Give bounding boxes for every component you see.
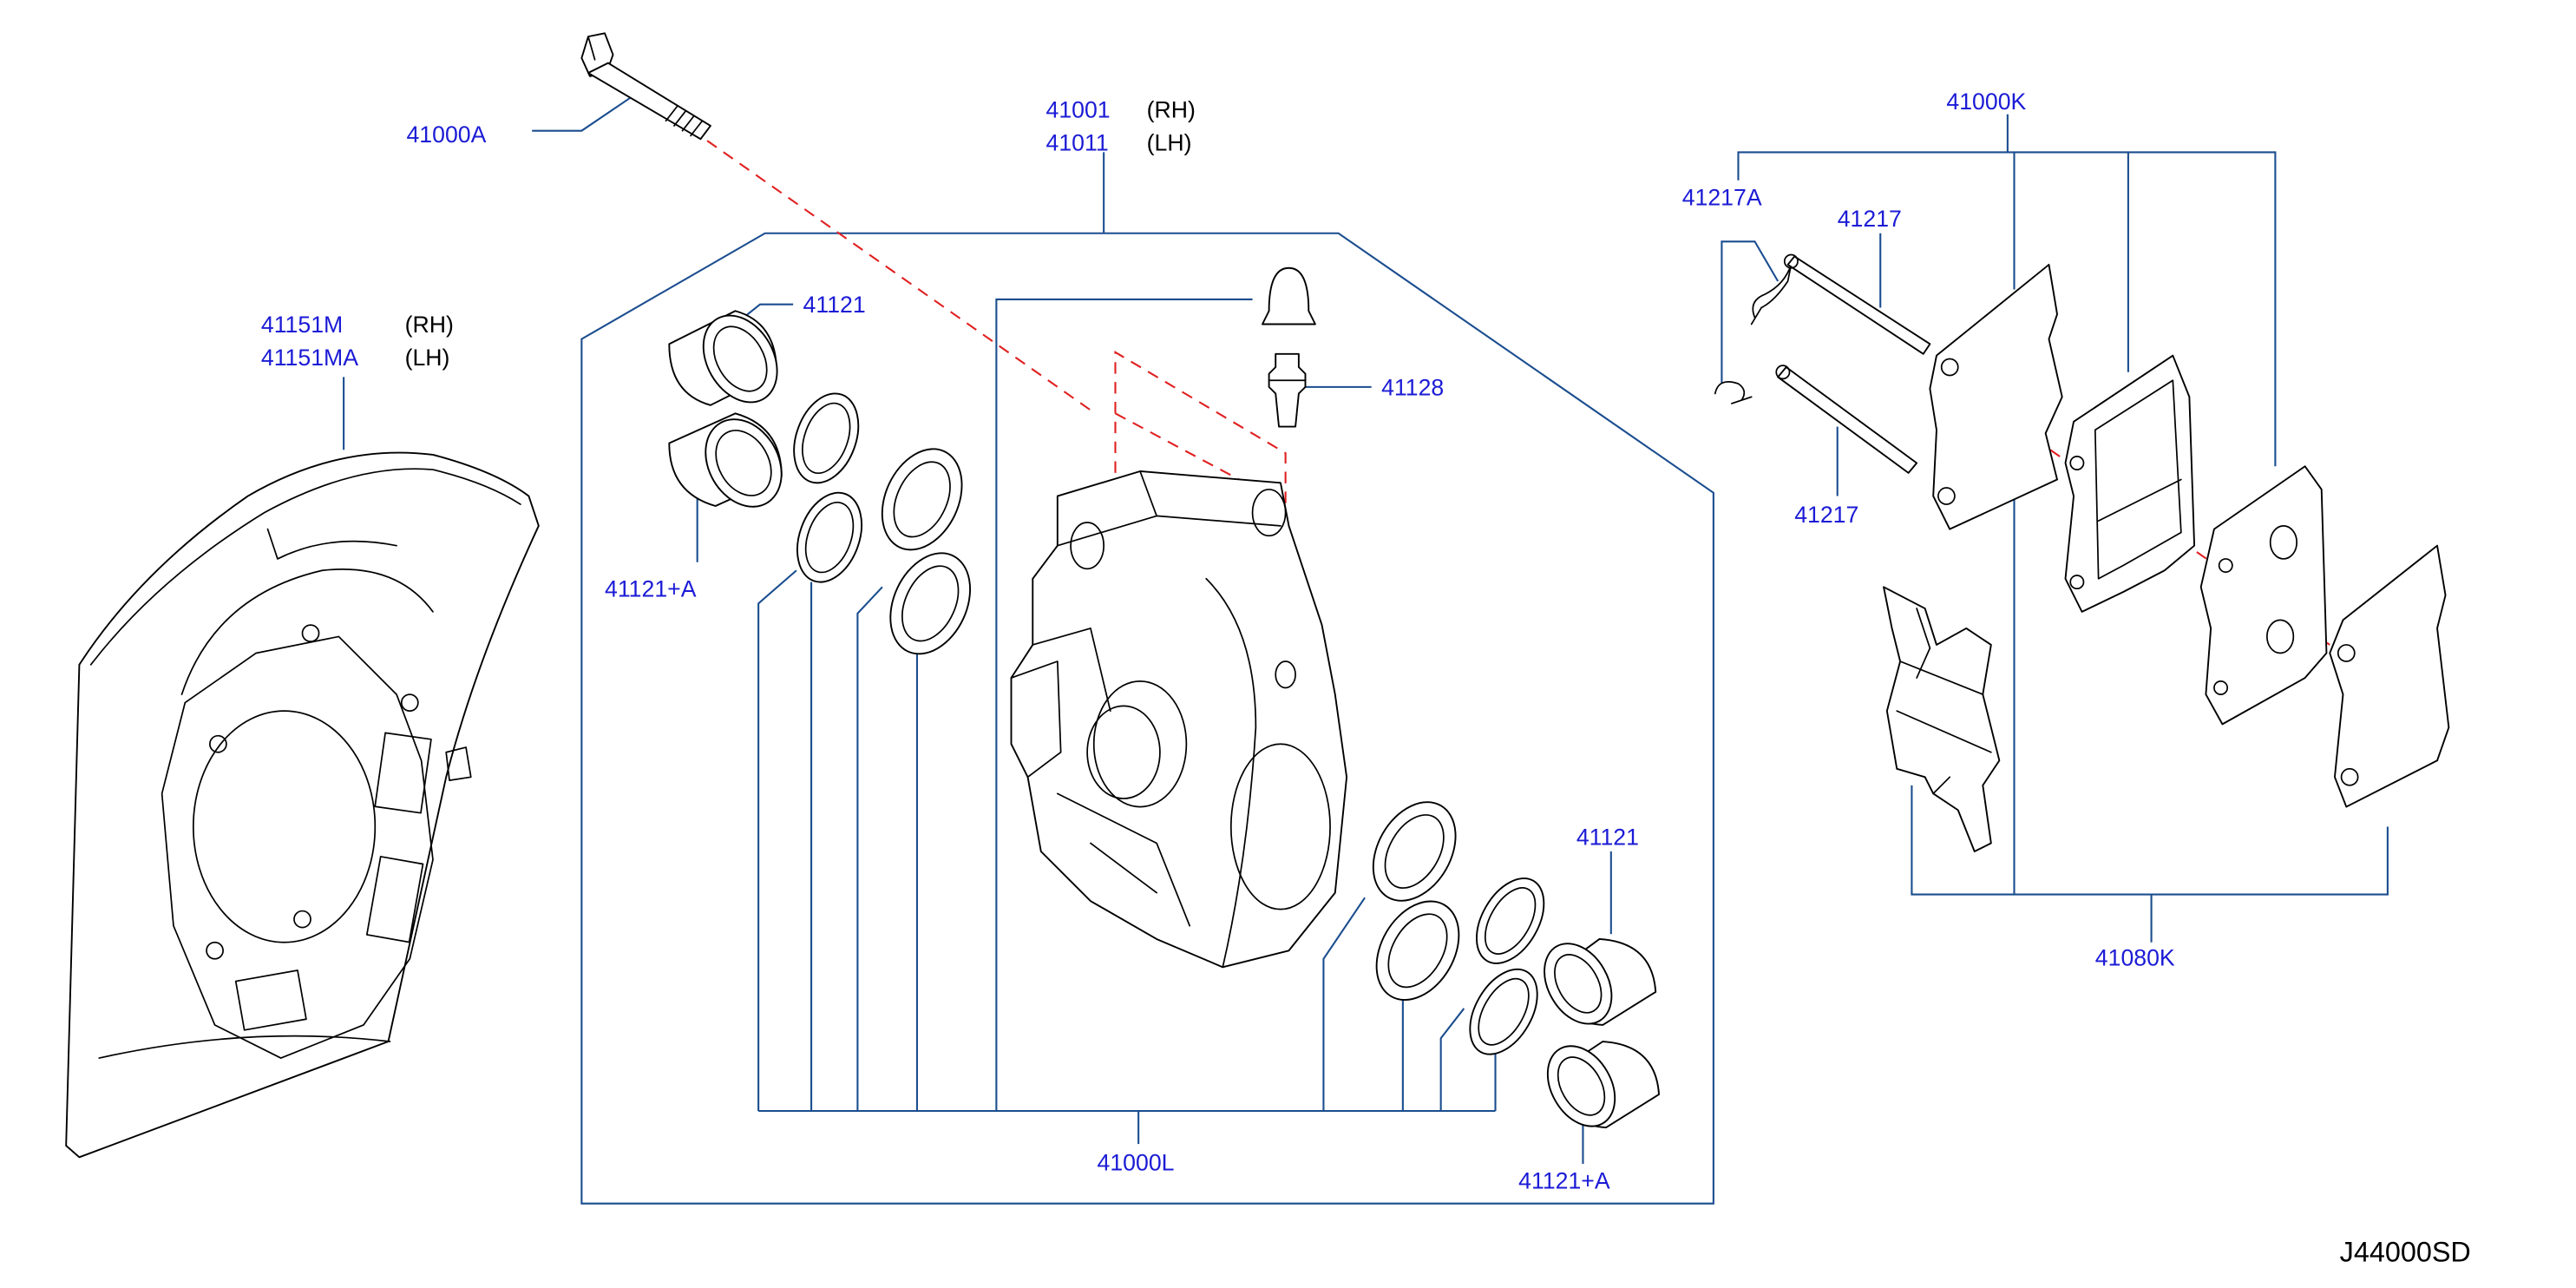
brake-pad-outer [2199, 465, 2328, 726]
pad-pins [1775, 253, 1931, 474]
shim-outer [2329, 544, 2450, 808]
brake-pad-inner [2064, 354, 2196, 613]
label-plate-lh-side: (LH) [405, 345, 450, 371]
label-seal-kit: 41000L [1098, 1150, 1175, 1176]
bleeder-screw [1262, 266, 1316, 428]
label-caliper-lh: 41011 [1046, 130, 1109, 156]
caliper-body [1010, 470, 1348, 969]
seals-right [1372, 801, 1545, 1055]
label-clip: 41217A [1682, 184, 1762, 210]
label-plate-lh: 41151MA [261, 345, 358, 371]
label-bolt: 41000A [406, 122, 486, 148]
anti-squeal-springs [1883, 586, 2001, 852]
label-piston-upper-right: 41121 [1576, 824, 1639, 850]
leader-lines [343, 95, 2389, 1205]
label-piston-pair-right: 41121+A [1518, 1168, 1610, 1194]
seals-left [793, 392, 972, 655]
label-plate-rh: 41151M [261, 312, 343, 338]
label-piston-upper-left: 41121 [803, 292, 866, 318]
drawing-code: J44000SD [2340, 1236, 2471, 1267]
brake-dust-shield [65, 451, 540, 1159]
label-piston-pair-left: 41121+A [605, 576, 697, 602]
label-shim-kit: 41080K [2095, 944, 2175, 970]
piston-upper-right [1544, 937, 1657, 1026]
retaining-clips [1714, 264, 1793, 404]
piston-lower-left [668, 412, 783, 508]
part-labels: 41000A 41001 (RH) 41011 (LH) 41000K 4121… [261, 89, 2471, 1267]
label-caliper-rh-side: (RH) [1147, 96, 1196, 122]
caliper-bolt [580, 32, 711, 141]
label-pad-kit: 41000K [1946, 89, 2026, 115]
shim-inner [1929, 263, 2063, 530]
label-caliper-rh: 41001 [1046, 96, 1111, 122]
label-bleeder: 41128 [1381, 374, 1444, 400]
label-caliper-lh-side: (LH) [1147, 130, 1192, 156]
piston-upper-left [668, 310, 778, 406]
label-pin-upper: 41217 [1838, 206, 1902, 232]
label-plate-rh-side: (RH) [405, 312, 454, 338]
label-pin-lower: 41217 [1794, 502, 1858, 528]
piston-lower-right [1546, 1041, 1660, 1128]
